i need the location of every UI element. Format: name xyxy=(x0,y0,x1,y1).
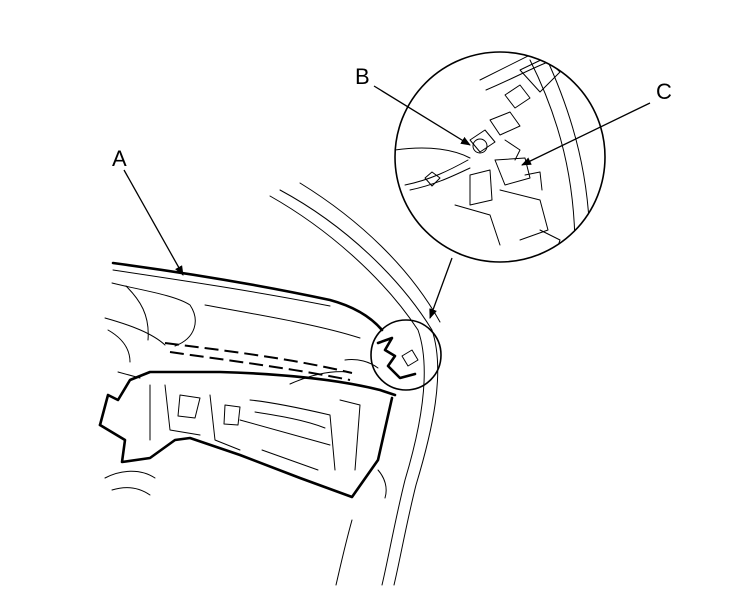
label-c: C xyxy=(656,79,672,104)
dashboard-outline xyxy=(98,261,397,499)
detail-circle xyxy=(394,51,606,263)
a-pillar-outline xyxy=(269,182,441,586)
label-b: B xyxy=(355,64,370,89)
leader-c xyxy=(521,102,651,166)
magnify-arrow xyxy=(429,257,453,319)
small-detail-circle xyxy=(370,319,442,391)
label-a: A xyxy=(112,146,127,171)
leader-b xyxy=(373,85,471,146)
leader-a xyxy=(123,169,184,276)
